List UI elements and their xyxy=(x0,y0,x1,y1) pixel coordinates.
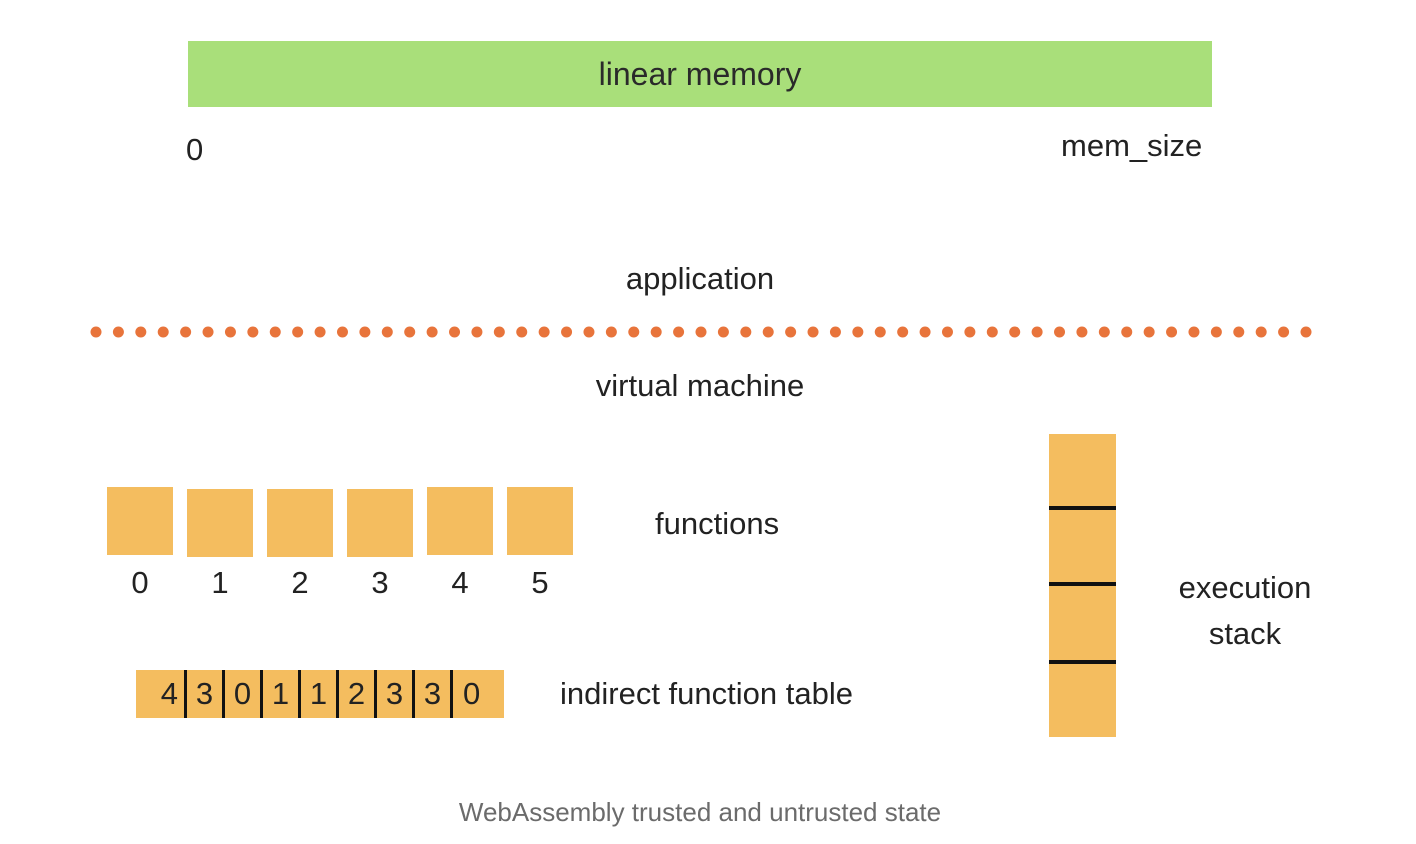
function-box-2 xyxy=(267,489,333,557)
divider-dot xyxy=(202,326,214,338)
function-index: 3 xyxy=(371,565,389,600)
divider-dot xyxy=(135,326,147,338)
divider-dot xyxy=(1143,326,1155,338)
divider-dot xyxy=(1255,326,1267,338)
divider-dot xyxy=(673,326,685,338)
divider-dot xyxy=(180,326,192,338)
memory-start-label: 0 xyxy=(186,132,204,167)
function-box-5 xyxy=(507,487,573,555)
execution-stack-label-line2: stack xyxy=(1208,616,1282,651)
stack-frame-divider xyxy=(1049,660,1116,664)
figure-caption: WebAssembly trusted and untrusted state xyxy=(458,797,942,827)
table-cell: 1 xyxy=(260,670,298,718)
table-cell: 3 xyxy=(184,670,222,718)
divider-dot xyxy=(471,326,483,338)
divider-dot xyxy=(605,326,617,338)
function-index: 0 xyxy=(131,565,149,600)
execution-stack-label-line1: execution xyxy=(1178,570,1312,605)
divider-dot xyxy=(807,326,819,338)
divider-dot xyxy=(538,326,550,338)
function-box-0 xyxy=(107,487,173,555)
divider-dot xyxy=(426,326,438,338)
table-cell: 4 xyxy=(160,676,178,711)
divider-dot xyxy=(695,326,707,338)
stack-frame-divider xyxy=(1049,506,1116,510)
divider-dot xyxy=(1031,326,1043,338)
execution-stack xyxy=(1049,434,1116,737)
divider-dot xyxy=(964,326,976,338)
divider-dot xyxy=(650,326,662,338)
indirect-function-table-label: indirect function table xyxy=(560,676,853,711)
divider-dot xyxy=(516,326,528,338)
functions-label: functions xyxy=(655,506,780,541)
function-index: 5 xyxy=(531,565,549,600)
trust-boundary-divider xyxy=(90,326,1312,338)
function-box-4 xyxy=(427,487,493,555)
divider-dot xyxy=(1009,326,1021,338)
divider-dot xyxy=(336,326,348,338)
divider-dot xyxy=(1054,326,1066,338)
divider-dot xyxy=(404,326,416,338)
divider-dot xyxy=(493,326,505,338)
divider-dot xyxy=(224,326,236,338)
divider-dot xyxy=(583,326,595,338)
divider-dot xyxy=(874,326,886,338)
divider-dot xyxy=(852,326,864,338)
divider-dot xyxy=(628,326,640,338)
divider-dot xyxy=(157,326,169,338)
function-box-3 xyxy=(347,489,413,557)
divider-dot xyxy=(292,326,304,338)
divider-dot xyxy=(359,326,371,338)
divider-dot xyxy=(314,326,326,338)
divider-dot xyxy=(1188,326,1200,338)
indirect-function-table: 4 3 0 1 1 2 3 3 0 xyxy=(136,670,504,718)
divider-dot xyxy=(90,326,102,338)
table-cell: 3 xyxy=(374,670,412,718)
divider-dot xyxy=(740,326,752,338)
stack-frame-divider xyxy=(1049,582,1116,586)
divider-dot xyxy=(785,326,797,338)
divider-dot xyxy=(919,326,931,338)
table-cell: 0 xyxy=(450,670,504,718)
memory-end-label: mem_size xyxy=(1061,128,1203,163)
divider-dot xyxy=(897,326,909,338)
divider-dot xyxy=(1076,326,1088,338)
divider-dot xyxy=(1300,326,1312,338)
linear-memory-bar: linear memory xyxy=(188,41,1212,107)
divider-dot xyxy=(449,326,461,338)
divider-dot xyxy=(941,326,953,338)
divider-dot xyxy=(247,326,259,338)
table-cell: 3 xyxy=(412,670,450,718)
divider-dot xyxy=(1121,326,1133,338)
divider-dot xyxy=(762,326,774,338)
divider-dot xyxy=(112,326,124,338)
divider-dot xyxy=(561,326,573,338)
divider-dot xyxy=(1278,326,1290,338)
function-index: 2 xyxy=(291,565,309,600)
divider-dot xyxy=(829,326,841,338)
divider-dot xyxy=(381,326,393,338)
function-index: 1 xyxy=(211,565,229,600)
function-index: 4 xyxy=(451,565,469,600)
divider-dot xyxy=(1166,326,1178,338)
divider-dot xyxy=(1098,326,1110,338)
linear-memory-label: linear memory xyxy=(598,55,802,92)
function-box-1 xyxy=(187,489,253,557)
divider-dot xyxy=(717,326,729,338)
table-cell: 1 xyxy=(298,670,336,718)
divider-dot xyxy=(1233,326,1245,338)
virtual-machine-label: virtual machine xyxy=(595,368,805,403)
table-cell: 2 xyxy=(336,670,374,718)
application-label: application xyxy=(625,261,775,296)
divider-dot xyxy=(986,326,998,338)
table-cell: 0 xyxy=(222,670,260,718)
divider-dot xyxy=(269,326,281,338)
execution-stack-label: execution stack xyxy=(1160,565,1330,657)
divider-dot xyxy=(1210,326,1222,338)
